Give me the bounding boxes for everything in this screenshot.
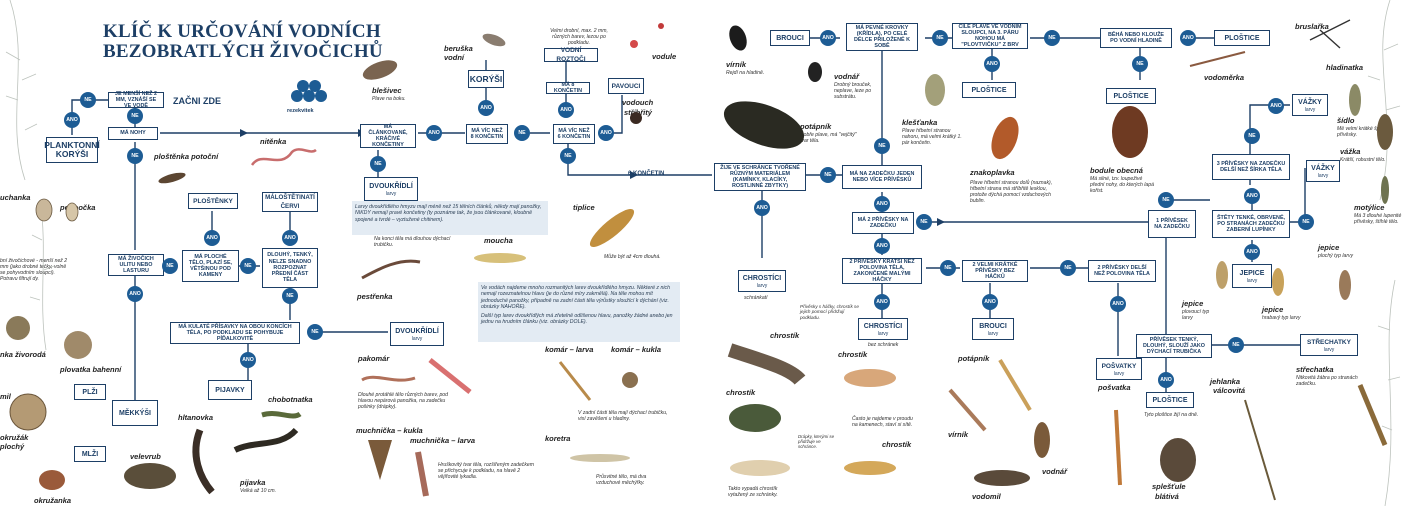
vodomerka-icon (1190, 52, 1245, 66)
jepice-icon (1216, 261, 1228, 289)
perlooka-icon (66, 203, 78, 221)
vazka-icon (1377, 114, 1393, 150)
bodule-icon (1112, 106, 1148, 158)
okruzanka-icon (39, 470, 65, 490)
chrostik-3-icon (844, 369, 896, 387)
znakoplavka-icon (986, 113, 1024, 163)
chobotnatka-icon (262, 414, 300, 416)
strechatka-icon (1360, 385, 1385, 445)
klestanka-icon (925, 74, 945, 106)
virnik-icon (726, 23, 750, 53)
pijavka-icon (235, 430, 296, 450)
blesivec-icon (360, 56, 399, 83)
pakomar-icon (362, 377, 415, 380)
jehlanka-icon (1245, 400, 1275, 500)
sidlo-icon (1349, 84, 1361, 116)
vodnar-larva-icon (1034, 422, 1050, 458)
posvatka-icon (1116, 410, 1120, 485)
pavouk-icon (630, 112, 642, 124)
jepice-icon (1272, 268, 1284, 296)
splestule-icon (1160, 438, 1196, 482)
uchanka-icon (36, 199, 52, 221)
komar-kukla-icon (622, 372, 638, 388)
velevrub-icon (124, 463, 176, 489)
plant-left-icon (6, 0, 54, 350)
beruska-icon (481, 31, 507, 49)
muchnicka-kukla-icon (368, 440, 392, 480)
vodomil-icon (974, 470, 1030, 486)
bruslarka-icon (1310, 20, 1350, 48)
koretra-icon (570, 454, 630, 462)
plostenka-icon (157, 171, 186, 186)
vodule-icon (630, 40, 638, 48)
zivorodka-icon (6, 316, 30, 340)
chrostik-bare-icon (730, 460, 790, 476)
chrostik-4-icon (844, 461, 896, 475)
virnik-larva-icon (950, 390, 985, 430)
moucha-icon (474, 253, 526, 263)
potapnik-larva-icon (1000, 360, 1030, 410)
vodnar-icon (808, 62, 822, 82)
plant-right-icon (1368, 0, 1400, 506)
pakomar-2-icon (430, 360, 470, 392)
muchnicka-larva-icon (418, 452, 426, 496)
hltanovka-icon (196, 430, 212, 492)
komar-larva-icon (560, 362, 590, 400)
plovatka-icon (64, 331, 92, 359)
okruzak-icon (10, 394, 46, 430)
pestrenka-icon (362, 261, 420, 278)
chrostik-case-icon (730, 350, 800, 380)
tiplice-icon (585, 204, 638, 252)
nitenka-icon (252, 149, 316, 165)
potapnik-icon (718, 92, 811, 158)
jepice-icon (1339, 270, 1351, 300)
chrostik-case-2-icon (729, 404, 781, 432)
motylice-icon (1381, 176, 1389, 204)
